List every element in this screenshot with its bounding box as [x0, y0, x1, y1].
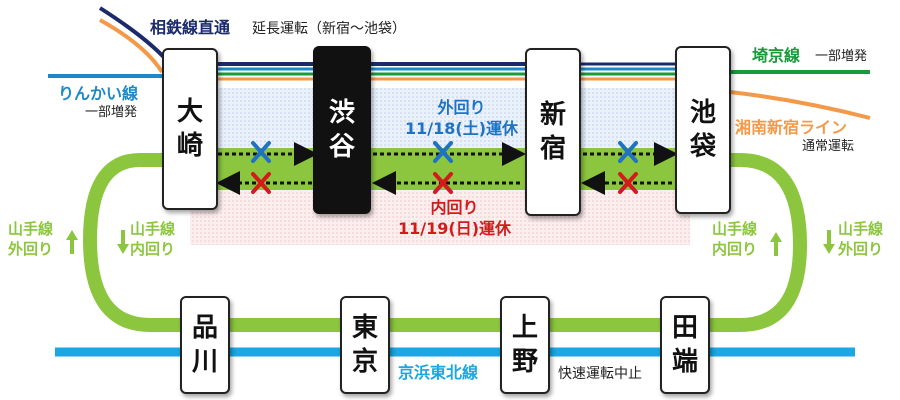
station-ueno: 上 野 [500, 296, 550, 394]
outer-suspension-label: 外回り 11/18(土)運休 [405, 98, 518, 140]
keihin-line-note: 快速運転中止 [558, 366, 642, 382]
shonan-line-left [99, 18, 164, 74]
yamanote-name: 山手線 [712, 220, 758, 238]
station-char: 宿 [539, 134, 566, 164]
keihin-line-name: 京浜東北線 [398, 363, 479, 382]
sotetsu-line-note: 延長運転（新宿～池袋） [252, 21, 406, 37]
station-shinagawa: 品 川 [180, 296, 230, 394]
yamanote-name: 山手線 [130, 220, 176, 238]
yamanote-name: 山手線 [838, 220, 884, 238]
shonan-line-name: 湘南新宿ライン [735, 118, 848, 137]
yamanote-left-inner-label: 山手線 内回り [130, 220, 175, 259]
x-mark-icon [251, 172, 638, 194]
inner-suspension-band [190, 190, 690, 245]
station-char: 袋 [689, 132, 716, 162]
yamanote-dir: 内回り [130, 239, 176, 258]
saikyo-line-note: 一部増発 [815, 49, 868, 64]
rinkai-line-name: りんかい線 [58, 84, 139, 103]
station-char: 田 [671, 313, 698, 343]
station-ikebukuro: 池 袋 [675, 46, 731, 214]
station-char: 谷 [328, 132, 355, 162]
station-char: 崎 [176, 131, 203, 161]
yamanote-dir: 外回り [8, 239, 54, 258]
station-char: 野 [511, 347, 538, 377]
rinkai-line-note: 一部増発 [85, 105, 138, 120]
outer-loop-label: 外回り [437, 98, 486, 117]
arrow-up-icon [66, 230, 782, 256]
outer-loop-period: 11/18(土)運休 [405, 118, 519, 138]
yamanote-dir: 外回り [838, 239, 884, 258]
station-char: 上 [511, 313, 538, 343]
yamanote-right-inner-label: 山手線 内回り [712, 220, 757, 259]
station-char: 大 [176, 97, 203, 127]
station-osaki: 大 崎 [162, 48, 218, 210]
inner-suspension-label: 内回り 11/19(日)運休 [398, 198, 511, 240]
outer-suspension-band [190, 88, 690, 148]
inner-loop-period: 11/19(日)運休 [398, 218, 512, 238]
station-char: 品 [191, 313, 218, 343]
station-char: 京 [351, 347, 378, 377]
station-char: 渋 [328, 98, 355, 128]
yamanote-right-outer-label: 山手線 外回り [838, 220, 883, 259]
shonan-line-right [729, 90, 871, 120]
yamanote-loop [82, 153, 808, 332]
yamanote-left-outer-label: 山手線 外回り [8, 220, 53, 259]
station-char: 新 [539, 100, 566, 130]
sotetsu-line-name: 相鉄線直通 [150, 18, 231, 37]
station-char: 川 [191, 347, 218, 377]
station-shinjuku: 新 宿 [525, 48, 581, 216]
inner-loop-label: 内回り [430, 198, 479, 217]
station-tokyo: 東 京 [340, 296, 390, 394]
arrow-down-icon [117, 230, 835, 254]
saikyo-line-name: 埼京線 [752, 46, 801, 65]
station-char: 東 [351, 313, 378, 343]
station-char: 池 [689, 98, 716, 128]
shonan-line-note: 通常運転 [802, 139, 855, 154]
station-shibuya: 渋 谷 [313, 46, 371, 214]
yamanote-name: 山手線 [8, 220, 54, 238]
yamanote-dir: 内回り [712, 239, 758, 258]
station-tabata: 田 端 [660, 296, 710, 394]
x-mark-icon [251, 141, 638, 163]
station-char: 端 [671, 347, 698, 377]
